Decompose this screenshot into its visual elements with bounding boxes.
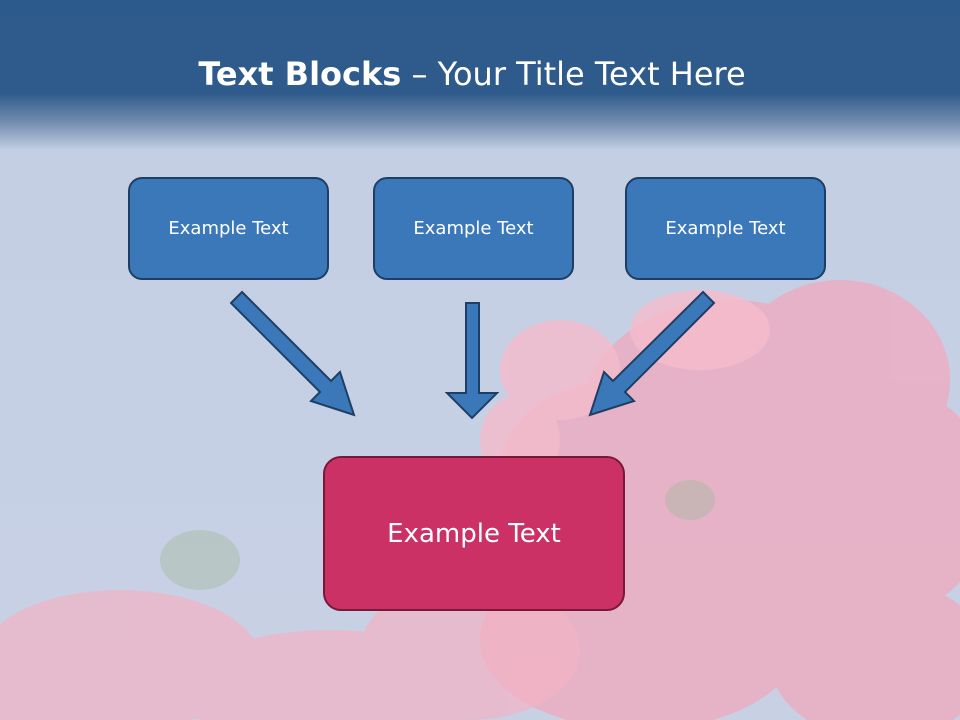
arrow-left-to-main	[229, 290, 356, 417]
slide-title-rest: – Your Title Text Here	[401, 55, 746, 93]
text-block-1[interactable]: Example Text	[128, 177, 329, 280]
main-text-block[interactable]: Example Text	[323, 456, 625, 611]
arrow-right-to-main	[588, 290, 716, 417]
slide-title: Text Blocks – Your Title Text Here	[0, 52, 944, 96]
text-block-2[interactable]: Example Text	[373, 177, 574, 280]
slide-title-bold: Text Blocks	[198, 55, 402, 93]
text-block-3[interactable]: Example Text	[625, 177, 826, 280]
arrow-center-to-main	[444, 302, 500, 420]
header-band	[0, 0, 960, 150]
